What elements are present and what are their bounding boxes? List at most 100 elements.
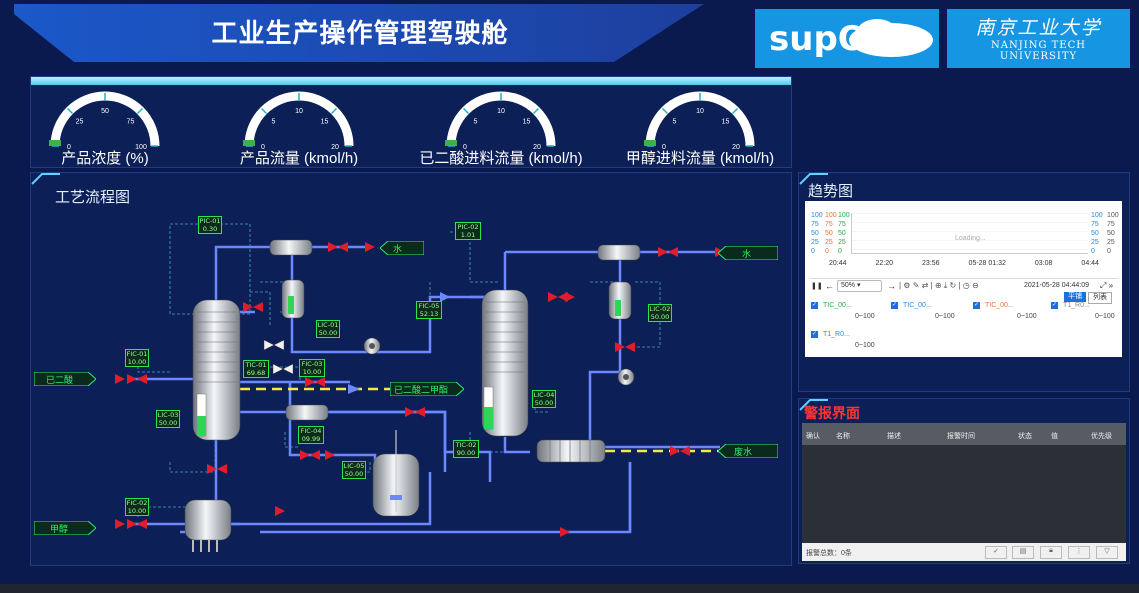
trend-tag-name: TIC_00... (823, 302, 852, 309)
trend-tag-name: T1_R0... (1063, 302, 1090, 309)
gauge-tick-label: 0 (261, 144, 265, 150)
gauge-tick-mark (731, 107, 739, 115)
gauge-tick-mark (66, 107, 74, 115)
gauge-label-2: 产品流量 (kmol/h) (239, 150, 359, 167)
forward-icon[interactable]: → (887, 281, 896, 291)
col-confirm[interactable]: 确认 (806, 433, 820, 440)
back-icon[interactable]: ← (825, 281, 834, 291)
confirm-icon[interactable]: ✓ (985, 546, 1007, 559)
checkbox-icon[interactable]: ✓ (811, 331, 818, 338)
trend-tag-range: 0~100 (1017, 313, 1037, 320)
gauge-base (644, 140, 656, 146)
table-icon[interactable]: ▤ (1012, 546, 1034, 559)
trend-tag-name: TIC_00... (985, 302, 1014, 309)
fullscreen-icon[interactable]: ⤢ » (1100, 281, 1114, 290)
gauge-tick-label: 20 (533, 144, 541, 150)
panel-corner (799, 399, 828, 411)
water-inlet-1-label: 水 (393, 244, 403, 254)
trend-tag[interactable]: ✓ TIC_00...0~100 (891, 302, 963, 324)
col-priority[interactable]: 优先级 (1091, 433, 1112, 440)
process-title: 工艺流程图 (55, 189, 131, 206)
toolbar-icons[interactable]: | ⚙ ✎ ⇄ | ⊕ ⤓ ↻ | ◷ ⊖ (899, 281, 979, 290)
col-description[interactable]: 描述 (887, 433, 901, 440)
gauge-tick-label: 15 (321, 119, 329, 126)
tile-button[interactable]: 平铺 (1064, 292, 1086, 302)
gauge-tick-label: 0 (463, 144, 467, 150)
intermediate-outlet (390, 382, 464, 396)
cloud-icon (849, 19, 933, 57)
gauge-tick-label: 5 (673, 119, 677, 126)
trend-tag-range: 0~100 (935, 313, 955, 320)
zoom-select[interactable]: 50% ▾ (837, 280, 882, 292)
col-status[interactable]: 状态 (1018, 433, 1032, 440)
col-value[interactable]: 值 (1051, 433, 1058, 440)
trend-tag[interactable]: ✓TIC_00...0~100 (811, 302, 883, 324)
gauge-tick-mark (260, 107, 268, 115)
pause-icon[interactable]: ❚❚ (811, 283, 823, 290)
gauge-track (244, 91, 354, 147)
alarm-table-footer: 报警总数：0条 ✓ ▤ 🔒︎ ⋮ ▽ (802, 543, 1126, 561)
gauge-base (49, 140, 61, 146)
gauge-tick-mark (136, 107, 144, 115)
gauge-panel (30, 76, 792, 168)
col-alarm-time[interactable]: 报警时间 (947, 433, 975, 440)
trend-tag[interactable]: ✓ T1_R0... 0~100 (811, 331, 883, 353)
gauge-tick-label: 10 (295, 108, 303, 115)
checkbox-icon[interactable]: ✓ (973, 302, 980, 309)
process-flow-diagram (115, 223, 725, 552)
trend-tag-name: TIC_00... (903, 302, 932, 309)
gauge-tick-mark (532, 107, 540, 115)
checkbox-icon[interactable]: ✓ (1051, 302, 1058, 309)
trend-plot-area (851, 213, 1088, 254)
waste-water-outlet (718, 444, 778, 458)
checkbox-icon[interactable]: ✓ (811, 302, 818, 309)
trend-tag[interactable]: ✓ TIC_00...0~100 (973, 302, 1045, 324)
supos-logo: supOS (755, 9, 939, 68)
gauge-tick-mark (462, 107, 470, 115)
lock-icon[interactable]: 🔒︎ (1040, 546, 1062, 559)
checkbox-icon[interactable]: ✓ (891, 302, 898, 309)
trend-tag[interactable]: ✓ T1_R0... 0~100 (1051, 302, 1117, 324)
gauge-tick-label: 20 (732, 144, 740, 150)
methanol-label: 甲醇 (50, 524, 69, 534)
gauge-tick-label: 50 (101, 108, 109, 115)
gauge-track (446, 91, 556, 147)
trend-tag-name: T1_R0... (823, 331, 850, 338)
more-icon[interactable]: ⋮ (1068, 546, 1090, 559)
panel-corner (31, 173, 60, 185)
list-button[interactable]: 列表 (1088, 292, 1112, 304)
gauge-tick-label: 25 (76, 119, 84, 126)
gauge-tick-mark (661, 107, 669, 115)
water-inlet-2-label: 水 (742, 249, 752, 259)
trend-tag-range: 0~100 (1095, 313, 1115, 320)
col-name[interactable]: 名称 (836, 433, 850, 440)
gauge-tick-mark (330, 107, 338, 115)
gauge-tick-label: 75 (127, 119, 135, 126)
filter-icon[interactable]: ▽ (1096, 546, 1118, 559)
university-name-cn: 南京工业大学 (975, 17, 1102, 39)
title-banner (14, 4, 704, 62)
trend-loading: Loading... (955, 235, 986, 242)
trend-tag-range: 0~100 (855, 342, 875, 349)
